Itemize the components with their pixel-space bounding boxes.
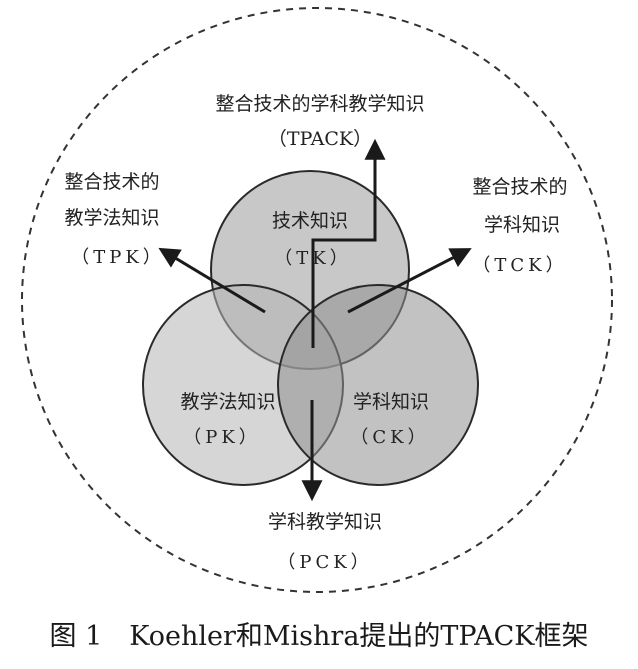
pk-abbr: （PK）	[183, 427, 261, 448]
ck-name: 学科知识	[353, 391, 429, 413]
tck-abbr: （TCK）	[472, 255, 567, 276]
tpk-arrow	[158, 247, 266, 314]
ck-abbr: （CK）	[350, 427, 429, 448]
pk-name: 教学法知识	[180, 391, 275, 413]
figure-caption: 图 1 Koehler和Mishra提出的TPACK框架	[50, 621, 589, 652]
pck-abbr: （PCK）	[277, 552, 372, 573]
ck-circle	[277, 284, 479, 486]
tpk-abbr: （TPK）	[71, 247, 165, 268]
tk-abbr: （TK）	[274, 248, 351, 269]
tck-arrow	[347, 248, 472, 314]
tpack-arrow	[311, 138, 386, 348]
tpk-name-line1: 整合技术的	[64, 171, 159, 193]
context-dashed-circle	[21, 7, 613, 593]
tpack-name: 整合技术的学科教学知识	[215, 93, 424, 115]
tpk-name-line2: 教学法知识	[64, 207, 159, 229]
tck-name-line2: 学科知识	[484, 214, 560, 236]
tk-name: 技术知识	[272, 210, 348, 232]
tck-name-line1: 整合技术的	[472, 176, 567, 198]
pck-name: 学科教学知识	[268, 511, 382, 533]
tpack-abbr: （TPACK）	[268, 128, 372, 150]
